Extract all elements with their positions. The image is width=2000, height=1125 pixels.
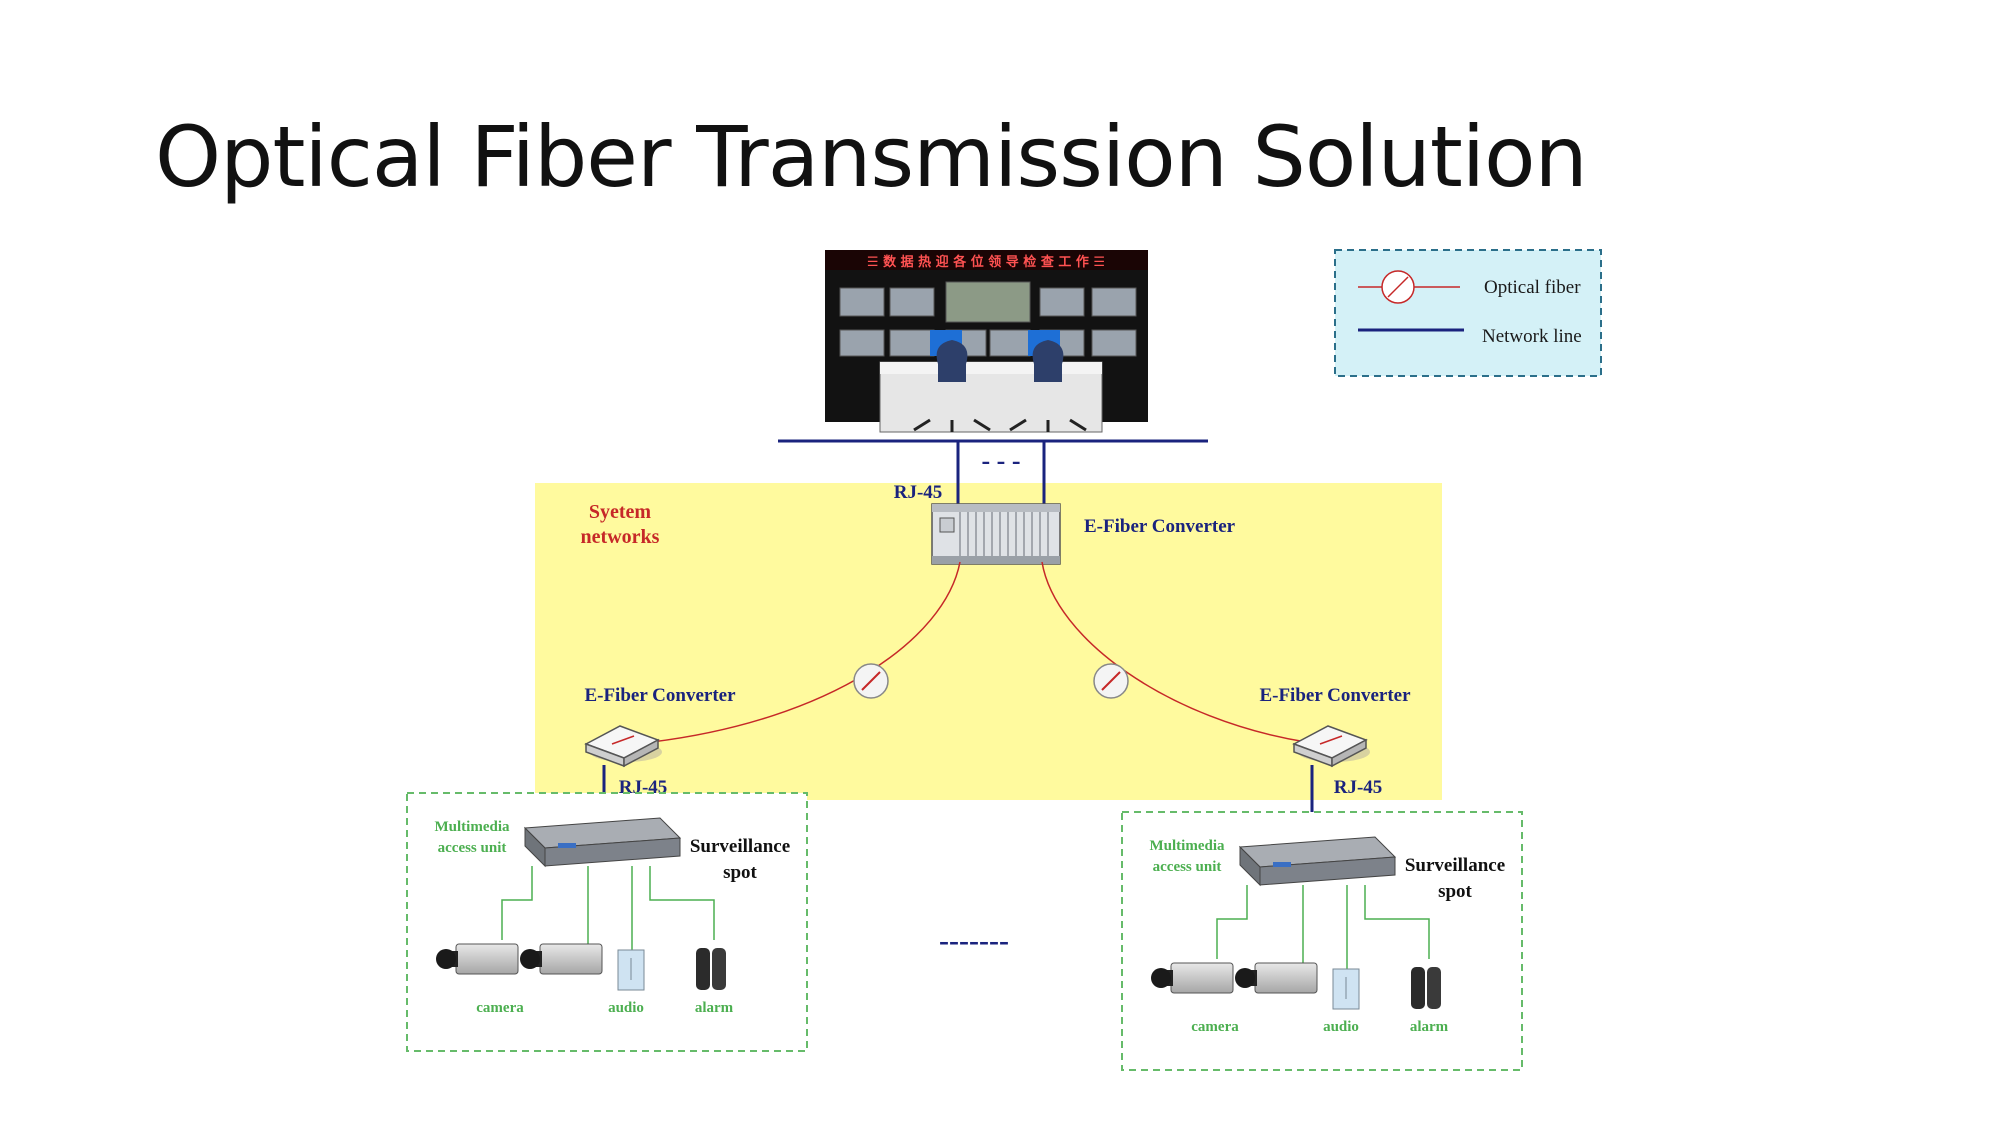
link-ellipsis: - - - (982, 446, 1021, 475)
left-converter-icon (584, 725, 662, 768)
left-device-wires (501, 866, 715, 950)
left-access-unit-label-line1: Multimedia (435, 819, 510, 835)
right-converter-label: E-Fiber Converter (1259, 685, 1411, 706)
right-device-wires (1216, 885, 1430, 969)
right-port-label: RJ-45 (1334, 777, 1383, 798)
right-alarm-icon (1411, 967, 1441, 1009)
system-networks-label-line2: networks (581, 526, 660, 548)
led-banner: ☰ 数 据 热 迎 各 位 领 导 检 查 工 作 ☰ (867, 254, 1105, 270)
central-port-label: RJ-45 (894, 482, 943, 503)
left-alarm-label: alarm (695, 1000, 734, 1016)
right-surveillance-spot: Multimedia access unit Surveillance spot (1121, 811, 1523, 1071)
right-audio-icon (1332, 968, 1360, 1010)
left-port-label: RJ-45 (619, 777, 668, 798)
optical-fiber-right (1041, 561, 1307, 743)
left-camera-1-icon (436, 943, 519, 975)
spots-ellipsis: ------- (939, 924, 1009, 957)
left-access-unit-icon (523, 817, 682, 868)
left-spot-title-line2: spot (723, 862, 757, 883)
left-camera-2-icon (520, 943, 603, 975)
right-converter-icon (1292, 725, 1370, 768)
left-camera-label: camera (476, 1000, 524, 1016)
system-networks-label-line1: Syetem (589, 501, 652, 523)
right-alarm-label: alarm (1410, 1019, 1449, 1035)
left-audio-label: audio (608, 1000, 644, 1016)
right-access-unit-label-line2: access unit (1153, 859, 1222, 875)
central-converter-rack-icon (931, 503, 1061, 565)
left-audio-icon (617, 949, 645, 991)
left-spot-title-line1: Surveillance (690, 836, 790, 857)
fiber-connector-left-icon (853, 663, 889, 699)
right-spot-title-line1: Surveillance (1405, 855, 1505, 876)
legend: Optical fiber Network line (1334, 249, 1602, 377)
left-surveillance-spot: Multimedia access unit Surveillance spot (406, 792, 808, 1052)
right-camera-label: camera (1191, 1019, 1239, 1035)
right-spot-title-line2: spot (1438, 881, 1472, 902)
right-camera-1-icon (1151, 962, 1234, 994)
control-center-icon: ☰ 数 据 热 迎 各 位 领 导 检 查 工 作 ☰ (825, 250, 1148, 433)
fiber-connector-right-icon (1093, 663, 1129, 699)
legend-box (1334, 249, 1602, 377)
slide-title: Optical Fiber Transmission Solution (155, 108, 1588, 206)
legend-network-line-label: Network line (1482, 326, 1582, 347)
central-converter-label: E-Fiber Converter (1084, 516, 1236, 537)
left-access-unit-label-line2: access unit (438, 840, 507, 856)
right-access-unit-label-line1: Multimedia (1150, 838, 1225, 854)
right-access-unit-icon (1238, 836, 1397, 887)
legend-optical-fiber-label: Optical fiber (1484, 277, 1581, 298)
left-converter-label: E-Fiber Converter (584, 685, 736, 706)
right-audio-label: audio (1323, 1019, 1359, 1035)
left-alarm-icon (696, 948, 726, 990)
right-camera-2-icon (1235, 962, 1318, 994)
optical-fiber-legend-icon (1358, 270, 1460, 304)
